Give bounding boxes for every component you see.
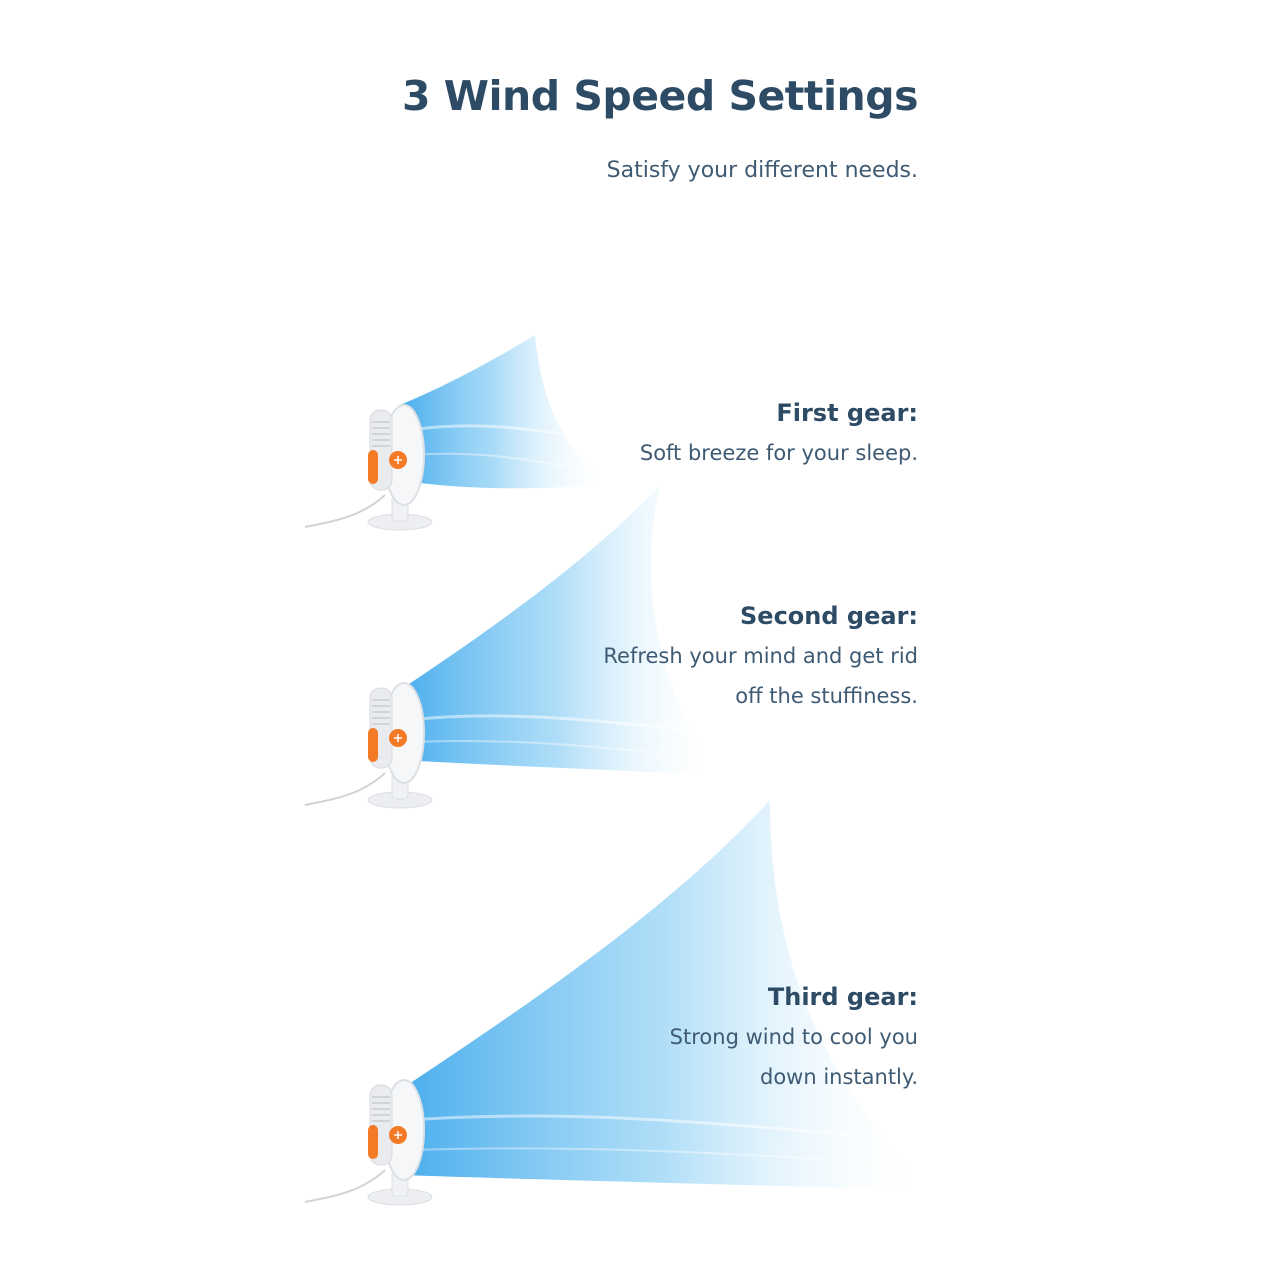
gear-title: First gear: [776, 399, 918, 427]
gear-description: down instantly. [759, 1065, 918, 1089]
desk-fan-icon [304, 1079, 433, 1206]
airflow-stream-first-gear [400, 335, 610, 489]
airflow-stream-second-gear [400, 485, 720, 775]
gear-description: Soft breeze for your sleep. [639, 441, 918, 465]
gear-title: Second gear: [740, 602, 918, 630]
gear-description: Refresh your mind and get rid [603, 644, 918, 668]
gear-item-first: First gear: Soft breeze for your sleep. [640, 393, 918, 473]
gear-title: Third gear: [767, 983, 918, 1011]
desk-fan-icon [304, 682, 433, 809]
airflow-stream-third-gear [400, 800, 930, 1190]
gear-item-third: Third gear: Strong wind to cool you down… [670, 977, 918, 1097]
gear-item-second: Second gear: Refresh your mind and get r… [603, 596, 918, 716]
gear-description: off the stuffiness. [735, 684, 918, 708]
gear-description: Strong wind to cool you [669, 1025, 918, 1049]
page-subtitle: Satisfy your different needs. [606, 158, 918, 183]
desk-fan-icon [304, 404, 433, 531]
page-title: 3 Wind Speed Settings [401, 72, 919, 120]
